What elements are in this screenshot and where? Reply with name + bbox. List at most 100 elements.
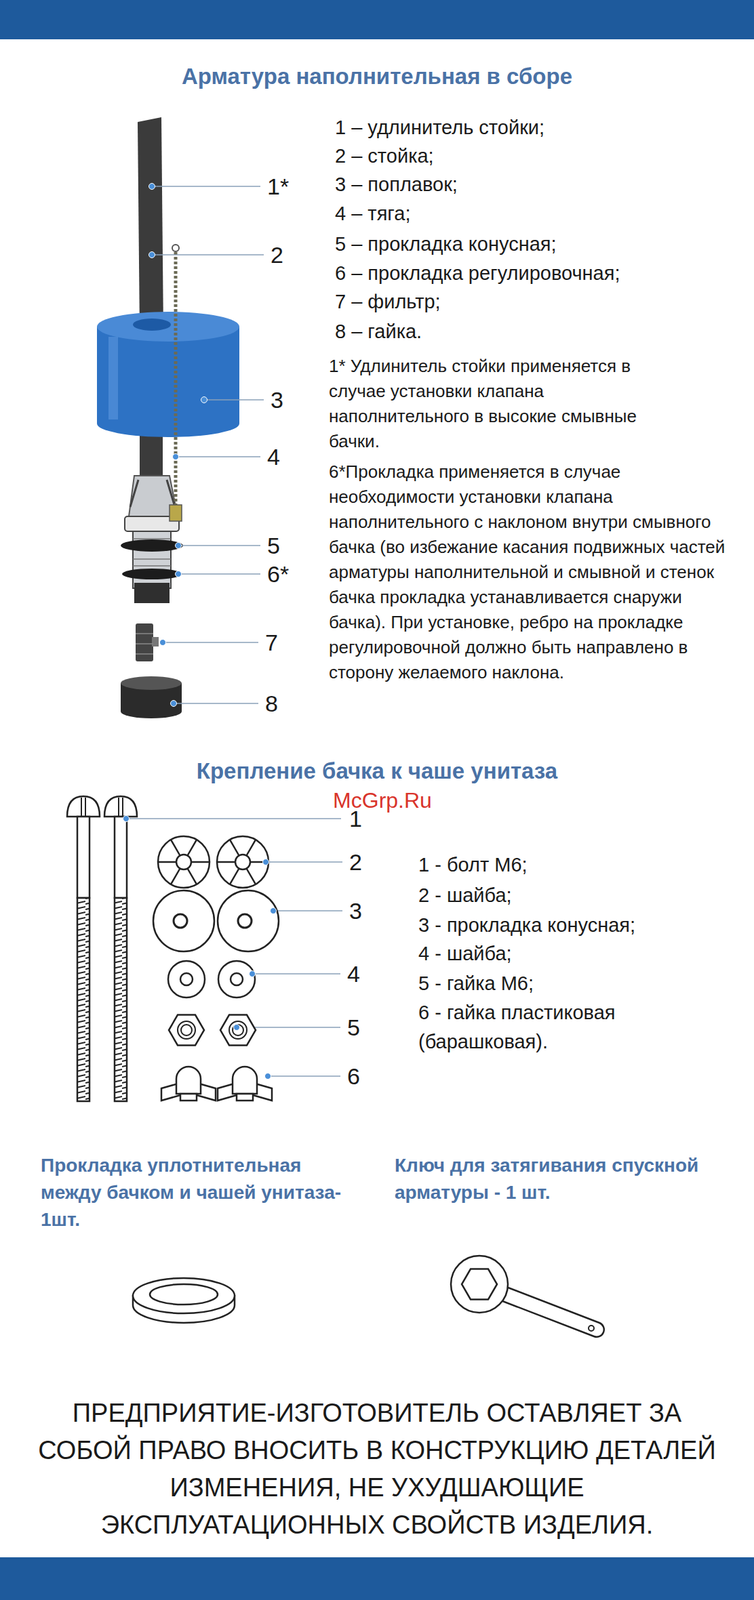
wrench-handle — [499, 1286, 605, 1338]
fill-valve — [96, 117, 240, 719]
float-highlight — [108, 336, 118, 420]
callout-dot — [149, 183, 156, 190]
callout-number: 4 — [347, 960, 395, 989]
section-heading: Крепление бачка к чаше унитаза — [71, 757, 683, 786]
part-list-item: 4 – тяга; — [334, 199, 722, 229]
part-list-item: 2 – стойка; — [334, 141, 722, 171]
callout-number: 5 — [347, 1014, 395, 1043]
callout-dot — [172, 454, 180, 461]
lever-arm — [130, 480, 175, 508]
item-caption: Ключ для затягивания спускной арматуры -… — [394, 1152, 707, 1207]
wrench-socket — [461, 1270, 498, 1301]
callout-number: 7 — [265, 629, 313, 658]
callout-number: 6* — [267, 560, 315, 589]
footnote: 1* Удлинитель стойки применяется в случа… — [328, 353, 689, 455]
float-notch — [132, 318, 171, 331]
bolt-head — [104, 796, 137, 818]
part-list-item: 6 - гайка пластиковая (барашковая). — [418, 998, 704, 1058]
leader-line — [265, 861, 343, 864]
wrench-head — [450, 1256, 508, 1314]
part-list-item: 3 – поплавок; — [334, 170, 722, 200]
chain — [174, 252, 178, 510]
chain-clamp — [169, 505, 182, 522]
item-caption: Прокладка уплотнительная между бачком и … — [40, 1152, 360, 1235]
callout-dot — [160, 640, 167, 647]
callout-number: 5 — [267, 532, 315, 561]
part-list-item: 2 - шайба; — [418, 881, 704, 911]
part-list-item: 5 - гайка М6; — [418, 969, 704, 999]
stand-rod — [137, 117, 164, 332]
chain-ring — [172, 244, 180, 252]
leader-line — [151, 254, 264, 256]
float — [96, 326, 240, 438]
footnote: 6*Прокладка применяется в случае необход… — [328, 459, 736, 686]
adjust-gasket — [122, 568, 182, 580]
cone-gasket — [217, 890, 279, 952]
bottom-bar — [0, 1558, 754, 1600]
callout-dot — [233, 1025, 241, 1032]
callout-number: 1* — [267, 172, 315, 201]
leader-line — [175, 456, 261, 458]
callout-number: 2 — [349, 848, 397, 877]
wrench — [450, 1256, 605, 1338]
callout-dot — [263, 859, 270, 866]
callout-dot — [175, 543, 182, 550]
callout-dot — [249, 971, 256, 978]
part-list-item: 6 – прокладка регулировочная; — [334, 259, 722, 289]
callout-dot — [201, 397, 208, 404]
leader-line — [126, 818, 342, 820]
washer — [168, 961, 205, 999]
ring-top — [132, 1278, 235, 1315]
float-top — [96, 311, 240, 342]
part-list-item: 8 – гайка. — [334, 317, 722, 347]
leader-line — [178, 573, 261, 575]
valve-thread — [134, 583, 170, 604]
callout-dot — [170, 701, 177, 708]
star-washer — [216, 836, 269, 889]
bolts — [67, 796, 137, 1102]
callout-number: 6 — [347, 1063, 395, 1091]
callout-dots — [123, 183, 277, 1081]
sealing-ring — [132, 1278, 235, 1324]
disclaimer: ПРЕДПРИЯТИЕ-ИЗГОТОВИТЕЛЬ ОСТАВЛЯЕТ ЗА СО… — [24, 1395, 730, 1545]
cone-gasket — [153, 890, 215, 952]
stand-rod — [139, 433, 163, 476]
watermark: McGrp.Ru — [294, 787, 471, 814]
callout-dot — [175, 571, 182, 578]
wrench-hole — [588, 1326, 594, 1332]
leader-line — [267, 1076, 341, 1078]
part-list-item: 1 – удлинитель стойки; — [334, 113, 722, 143]
callout-number: 3 — [270, 386, 319, 415]
bolt-thread — [114, 898, 127, 1102]
leader-line — [204, 399, 264, 401]
callout-dot — [149, 252, 156, 259]
bolt-thread — [77, 898, 90, 1102]
callout-number: 4 — [267, 443, 315, 472]
filter-mesh — [135, 633, 154, 655]
callout-dot — [270, 908, 277, 915]
filter-tab — [151, 637, 159, 647]
leader-line — [273, 910, 343, 912]
leader-line — [178, 545, 261, 547]
leader-line — [151, 185, 261, 188]
leader-line — [173, 703, 259, 705]
filter — [135, 623, 154, 662]
top-bar — [0, 0, 754, 40]
callout-dot — [265, 1074, 272, 1081]
callout-number: 8 — [265, 690, 313, 719]
bolt-head — [67, 796, 100, 818]
nut-top — [120, 676, 182, 691]
callout-dot — [123, 816, 130, 823]
bolt-shank — [114, 817, 127, 899]
leader-line — [252, 973, 341, 976]
hex-nut — [220, 1015, 256, 1047]
ring-hole — [149, 1284, 218, 1306]
part-list-item: 1 - болт М6; — [418, 850, 704, 881]
callout-number: 3 — [349, 897, 397, 926]
bolt-slot — [81, 798, 86, 818]
wing-nut — [161, 1067, 216, 1102]
bolt-shank — [77, 817, 90, 899]
part-list-item: 7 – фильтр; — [334, 287, 722, 317]
leader-line — [162, 642, 259, 644]
